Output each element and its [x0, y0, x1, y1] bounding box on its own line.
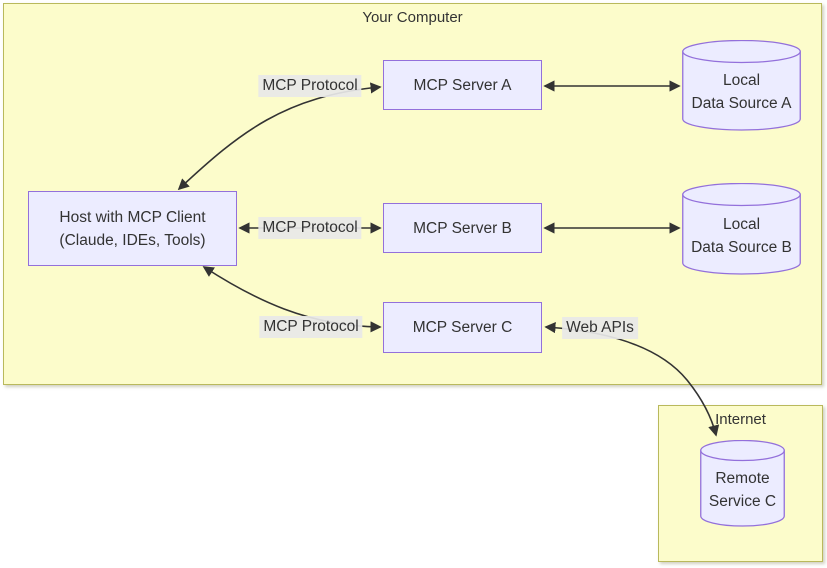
node-host-line1: Host with MCP Client — [59, 208, 206, 226]
node-local-data-source-a-line2: Data Source A — [691, 95, 792, 112]
node-remote-service-c-line2: Service C — [708, 493, 777, 510]
database-cylinder-icon — [682, 40, 801, 131]
edge-label-mcp-protocol-c: MCP Protocol — [259, 316, 363, 338]
node-local-data-source-a-line1: Local — [722, 72, 761, 89]
edge-label-mcp-protocol-a: MCP Protocol — [258, 75, 362, 97]
database-cylinder-icon — [682, 183, 801, 275]
node-host: Host with MCP Client (Claude, IDEs, Tool… — [28, 191, 237, 266]
node-mcp-server-c-label: MCP Server C — [412, 319, 513, 336]
node-remote-service-c-line1: Remote — [715, 470, 770, 487]
edge-label-web-apis: Web APIs — [562, 317, 638, 339]
node-mcp-server-b: MCP Server B — [383, 203, 542, 253]
cluster-your-computer-title: Your Computer — [362, 9, 463, 26]
node-local-data-source-a: Local Data Source A — [682, 40, 801, 131]
node-host-line2: (Claude, IDEs, Tools) — [59, 231, 206, 249]
node-mcp-server-c: MCP Server C — [383, 302, 542, 353]
node-mcp-server-a: MCP Server A — [383, 60, 542, 110]
node-remote-service-c: Remote Service C — [700, 440, 785, 527]
node-local-data-source-b-line2: Data Source B — [691, 238, 792, 256]
node-mcp-server-a-label: MCP Server A — [413, 76, 512, 94]
database-cylinder-icon — [700, 440, 785, 527]
node-mcp-server-b-label: MCP Server B — [413, 219, 512, 237]
node-local-data-source-b: Local Data Source B — [682, 183, 801, 275]
node-local-data-source-b-line1: Local — [722, 215, 761, 233]
cluster-internet-title: Internet — [715, 411, 766, 428]
edge-label-mcp-protocol-b: MCP Protocol — [258, 217, 362, 239]
